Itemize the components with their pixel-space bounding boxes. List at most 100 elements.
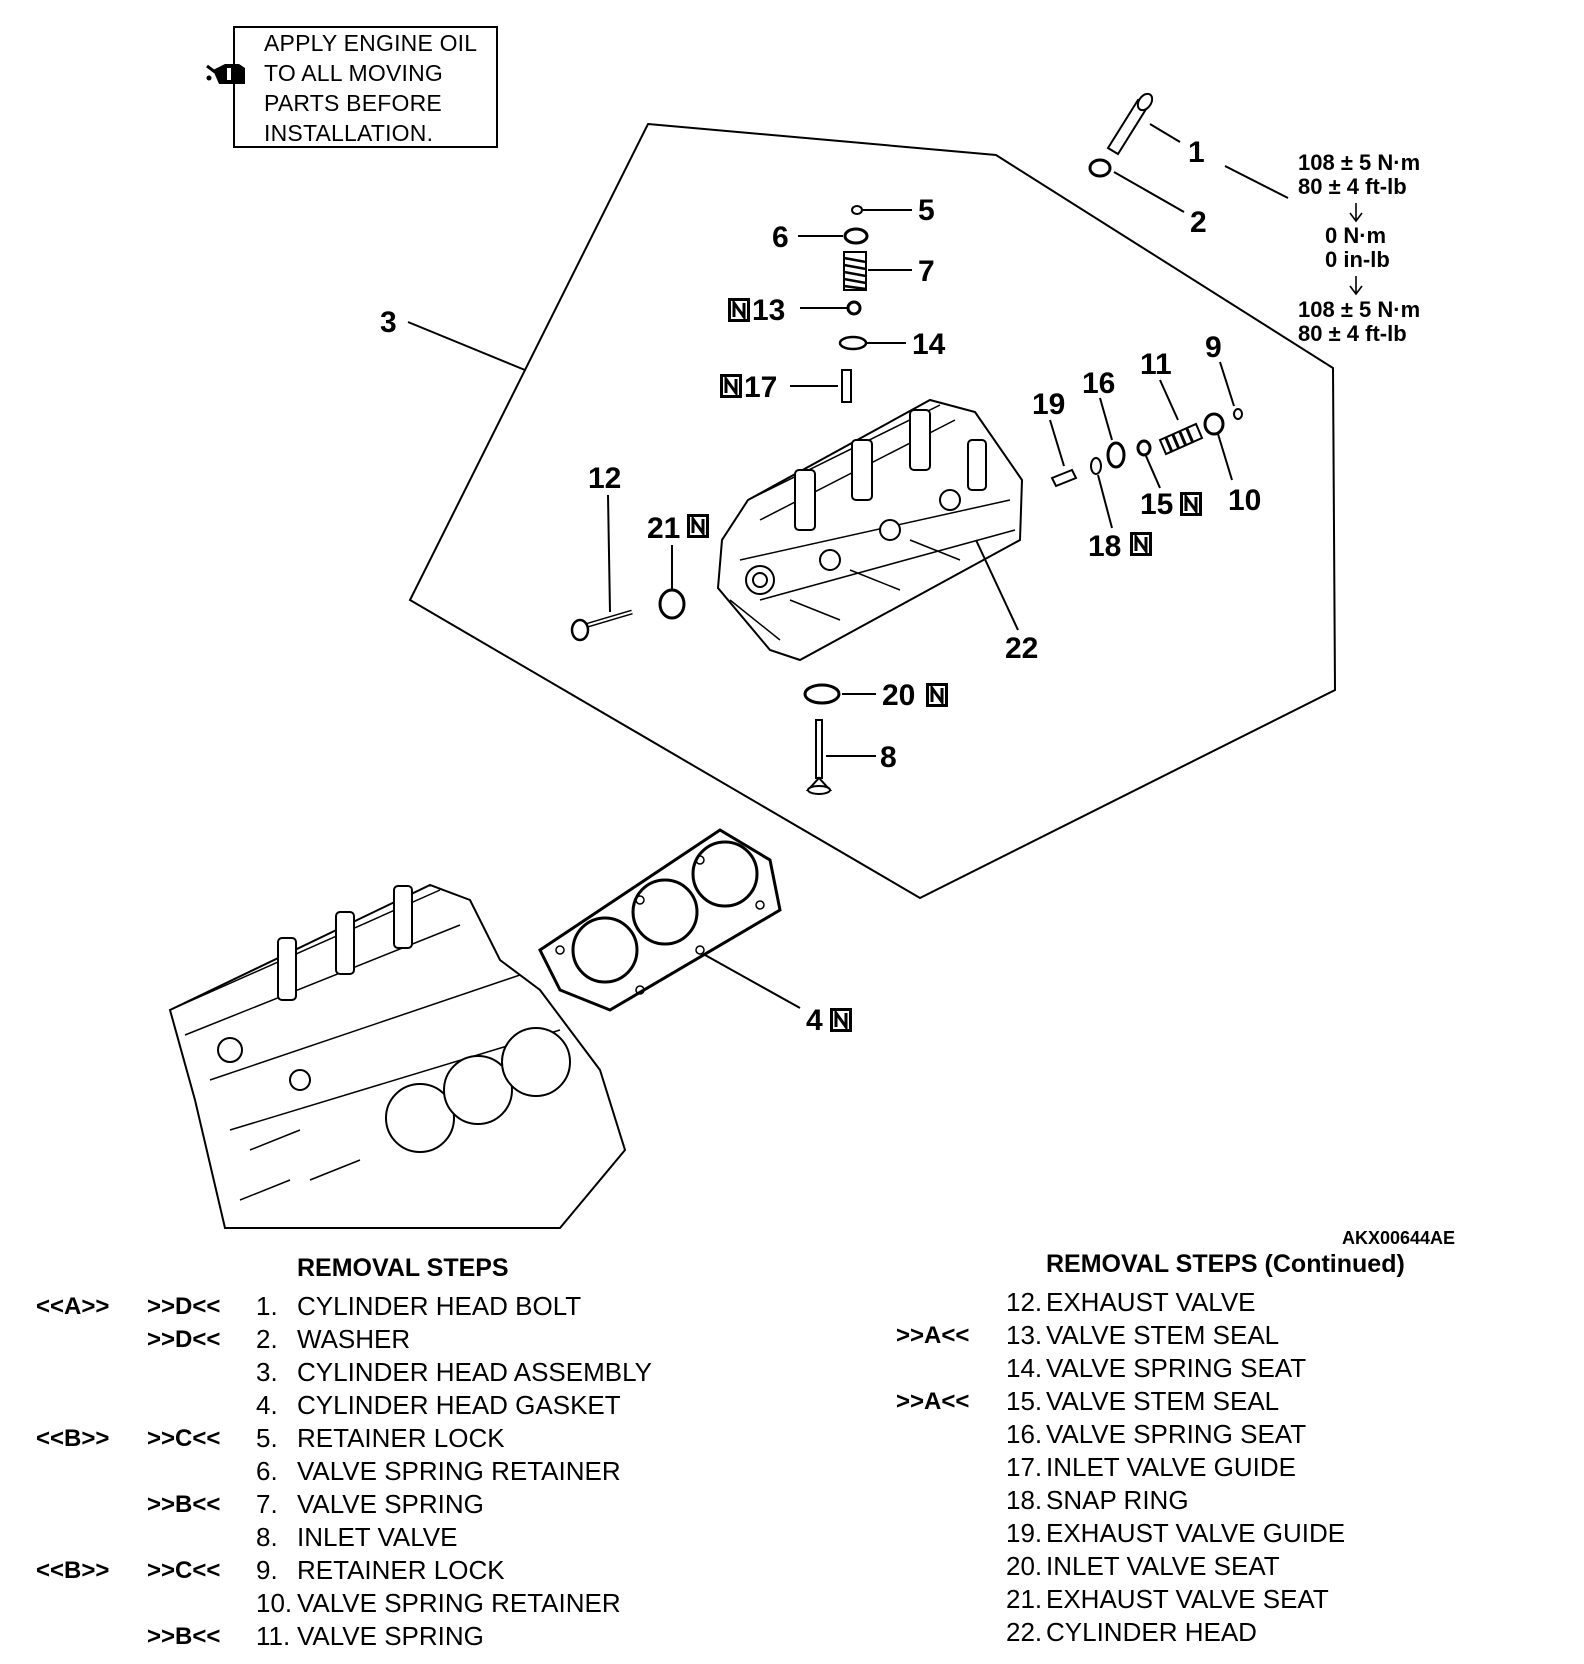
- new-part-symbol-17: [718, 372, 744, 400]
- callout-5: 5: [918, 194, 935, 227]
- step-number: 3.: [256, 1357, 278, 1387]
- leader-19: [1049, 419, 1065, 467]
- torque-step1-ftlb: 80 ± 4 ft-lb: [1298, 174, 1407, 199]
- install-mark: >>C<<: [147, 1425, 221, 1452]
- step-row-3: 3. CYLINDER HEAD ASSEMBLY: [0, 1356, 800, 1389]
- engine-oil-note-box: [233, 26, 498, 148]
- new-part-symbol-4: [828, 1006, 854, 1034]
- step-row-17: 17. INLET VALVE GUIDE: [880, 1451, 1580, 1484]
- callout-20: 20: [882, 679, 915, 712]
- callout-1: 1: [1188, 136, 1205, 169]
- step-label: RETAINER LOCK: [297, 1423, 505, 1453]
- retainer-lock-9: [1233, 408, 1243, 420]
- leader-3: [407, 321, 526, 371]
- leader-4: [704, 954, 801, 1009]
- exhaust-valve: [570, 609, 633, 642]
- callout-2: 2: [1190, 206, 1207, 239]
- step-label: INLET VALVE: [297, 1522, 458, 1552]
- leader-16: [1099, 397, 1113, 441]
- step-row-7: >>B<< 7. VALVE SPRING: [0, 1488, 800, 1521]
- step-number: 8.: [256, 1522, 278, 1552]
- valve-stem-seal: [846, 300, 862, 316]
- snap-ring: [1090, 457, 1102, 475]
- valve-spring-seat: [838, 335, 868, 351]
- step-number: 20.: [1006, 1551, 1043, 1581]
- note-line-4: INSTALLATION.: [264, 120, 434, 146]
- steps-left-heading: REMOVAL STEPS: [297, 1254, 509, 1282]
- step-number: 1.: [256, 1291, 278, 1321]
- callout-4: 4: [806, 1004, 823, 1037]
- step-row-19: 19. EXHAUST VALVE GUIDE: [880, 1517, 1580, 1550]
- step-row-16: 16. VALVE SPRING SEAT: [880, 1418, 1580, 1451]
- step-number: 19.: [1006, 1518, 1043, 1548]
- step-row-9: <<B>> >>C<< 9. RETAINER LOCK: [0, 1554, 800, 1587]
- step-label: VALVE STEM SEAL: [1046, 1386, 1280, 1416]
- valve-spring-11: [1158, 422, 1204, 456]
- step-label: CYLINDER HEAD GASKET: [297, 1390, 621, 1420]
- step-label: CYLINDER HEAD ASSEMBLY: [297, 1357, 652, 1387]
- callout-6: 6: [772, 221, 789, 254]
- torque-step2-inlb: 0 in-lb: [1325, 247, 1390, 272]
- step-label: VALVE STEM SEAL: [1046, 1320, 1280, 1350]
- step-row-14: 14. VALVE SPRING SEAT: [880, 1352, 1580, 1385]
- removal-mark: <<B>>: [36, 1425, 110, 1452]
- torque-arrow-1: [1349, 203, 1363, 223]
- callout-11: 11: [1140, 348, 1172, 381]
- valve-spring-retainer: [843, 227, 869, 245]
- step-row-15: >>A<< 15. VALVE STEM SEAL: [880, 1385, 1580, 1418]
- step-label: VALVE SPRING: [297, 1489, 484, 1519]
- exhaust-valve-seat: [658, 588, 686, 620]
- leader-12: [607, 494, 611, 613]
- step-number: 2.: [256, 1324, 278, 1354]
- step-number: 13.: [1006, 1320, 1043, 1350]
- torque-step3-ftlb: 80 ± 4 ft-lb: [1298, 321, 1407, 346]
- step-number: 11.: [256, 1621, 291, 1651]
- removal-mark: <<A>>: [36, 1293, 110, 1320]
- callout-17: 17: [744, 371, 777, 404]
- assembly-boundary: [408, 122, 1337, 900]
- note-line-1: APPLY ENGINE OIL: [264, 30, 478, 56]
- cylinder-head-bolt: [1106, 92, 1154, 156]
- step-row-8: 8. INLET VALVE: [0, 1521, 800, 1554]
- new-part-symbol-21: [685, 512, 711, 540]
- figure-code: AKX00644AE: [1342, 1228, 1456, 1248]
- cylinder-head: [716, 398, 1024, 662]
- step-label: INLET VALVE SEAT: [1046, 1551, 1280, 1581]
- install-mark: >>B<<: [147, 1623, 221, 1650]
- engine-block: [168, 883, 627, 1229]
- callout-9: 9: [1205, 331, 1222, 364]
- step-number: 21.: [1006, 1584, 1043, 1614]
- leader-15: [1145, 455, 1161, 489]
- install-mark: >>C<<: [147, 1557, 221, 1584]
- step-number: 12.: [1006, 1287, 1043, 1317]
- exhaust-valve-guide: [1050, 468, 1078, 488]
- inlet-valve-guide: [841, 369, 852, 403]
- torque-step2-nm: 0 N·m: [1325, 223, 1386, 248]
- callout-10: 10: [1228, 484, 1261, 517]
- callout-8: 8: [880, 741, 897, 774]
- step-row-20: 20. INLET VALVE SEAT: [880, 1550, 1580, 1583]
- step-label: VALVE SPRING SEAT: [1046, 1419, 1307, 1449]
- step-label: EXHAUST VALVE SEAT: [1046, 1584, 1329, 1614]
- cylinder-head-gasket: [538, 828, 782, 1012]
- callout-18: 18: [1088, 530, 1121, 563]
- step-label: EXHAUST VALVE: [1046, 1287, 1256, 1317]
- leader-1: [1149, 123, 1181, 143]
- step-label: VALVE SPRING RETAINER: [297, 1588, 621, 1618]
- step-row-2: >>D<< 2. WASHER: [0, 1323, 800, 1356]
- step-number: 22.: [1006, 1617, 1043, 1647]
- inlet-valve: [805, 719, 833, 795]
- step-label: INLET VALVE GUIDE: [1046, 1452, 1296, 1482]
- step-number: 5.: [256, 1423, 278, 1453]
- callout-21: 21: [647, 512, 680, 545]
- callout-13: 13: [752, 294, 785, 327]
- step-number: 10.: [256, 1588, 293, 1618]
- callout-15: 15: [1140, 488, 1173, 521]
- new-part-symbol-20: [924, 681, 950, 709]
- step-label: VALVE SPRING: [297, 1621, 484, 1651]
- note-line-2: TO ALL MOVING: [264, 60, 443, 86]
- step-label: VALVE SPRING SEAT: [1046, 1353, 1307, 1383]
- step-number: 6.: [256, 1456, 278, 1486]
- valve-spring-seat-16: [1106, 441, 1126, 469]
